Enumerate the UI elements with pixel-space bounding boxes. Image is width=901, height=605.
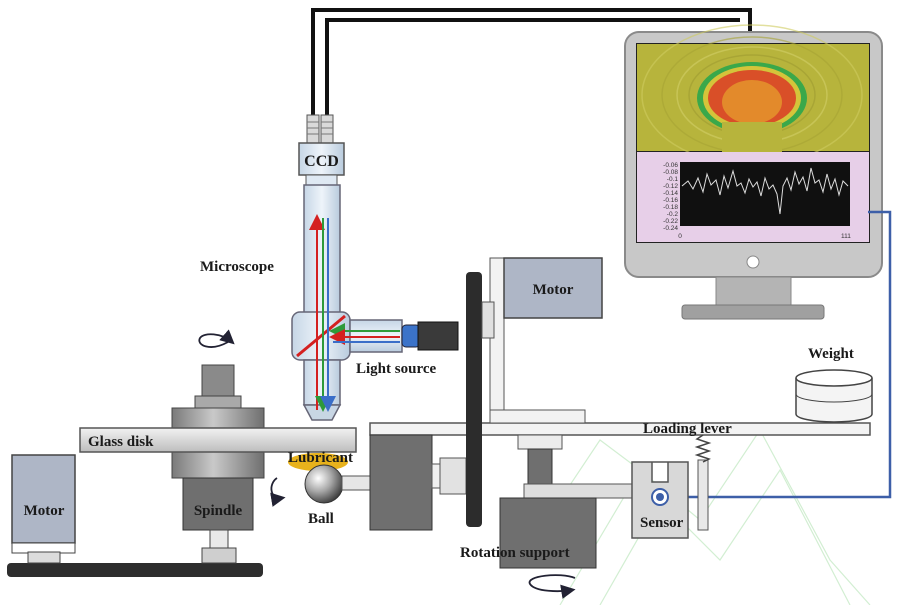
spindle-assembly: Spindle: [171, 364, 265, 564]
signal-trace: [681, 167, 849, 215]
y-tick: -0.24: [663, 225, 678, 232]
ccd-camera: CCD: [298, 142, 345, 186]
cable-connectors: [306, 114, 334, 144]
lubricant-label: Lubricant: [288, 450, 353, 466]
light-source: [401, 321, 459, 351]
ball-shaft: [341, 475, 373, 491]
ccd-label: CCD: [304, 153, 339, 170]
light-source-label: Light source: [356, 361, 436, 377]
spring: [694, 434, 712, 463]
weight-label: Weight: [808, 346, 854, 362]
y-tick: -0.08: [663, 169, 678, 176]
rotation-support-label: Rotation support: [460, 545, 570, 561]
ball: [304, 464, 344, 504]
rotation-arrow-icon: [270, 477, 286, 507]
spindle-label: Spindle: [194, 503, 243, 519]
signal-wire: [668, 210, 892, 499]
y-tick: -0.18: [663, 204, 678, 211]
ball-label: Ball: [308, 511, 334, 527]
sensor-label: Sensor: [640, 515, 684, 531]
y-tick: -0.1: [667, 176, 679, 183]
motor-top-label: Motor: [533, 282, 574, 298]
microscope-label: Microscope: [200, 259, 274, 275]
y-tick: -0.16: [663, 197, 678, 204]
glass-disk-label: Glass disk: [88, 434, 154, 450]
y-tick: -0.12: [663, 183, 678, 190]
lubricant: [288, 453, 348, 471]
y-tick: -0.22: [663, 218, 678, 225]
y-tick: -0.14: [663, 190, 678, 197]
rotation-arrow-icon: [198, 329, 235, 348]
ccd-cable: [311, 8, 752, 120]
loading-assembly: Motor Rotation support Sensor Loading le…: [369, 257, 873, 569]
light-path: [309, 214, 400, 412]
rotation-arrow-icon: [528, 574, 576, 599]
x-tick-end: 111: [841, 233, 851, 240]
y-tick: -0.2: [667, 211, 679, 218]
y-tick: -0.06: [663, 162, 678, 169]
microscope: [291, 184, 403, 421]
motor-left-label: Motor: [24, 503, 65, 519]
left-motor: Motor: [11, 454, 76, 564]
plot-y-ticks: -0.06 -0.08 -0.1 -0.12 -0.14 -0.16 -0.18…: [663, 162, 678, 232]
monitor: -0.06 -0.08 -0.1 -0.12 -0.14 -0.16 -0.18…: [624, 24, 883, 320]
transmission-disk: [466, 272, 482, 527]
glass-disk: Glass disk: [79, 427, 357, 453]
base-plate: [7, 563, 263, 577]
loading-lever-label: Loading lever: [643, 421, 732, 437]
x-tick-start: 0: [678, 233, 682, 240]
